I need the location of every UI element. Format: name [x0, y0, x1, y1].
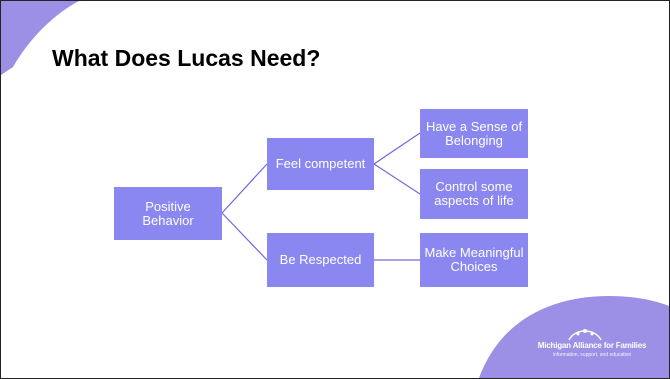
connector-competent-to-control: [373, 163, 421, 195]
logo-name: Michigan Alliance for Families: [537, 341, 647, 350]
connector-competent-to-belonging: [373, 132, 421, 165]
footer-arc-decoration: [479, 296, 669, 378]
node-control-aspects-label: Control some aspects of life: [434, 179, 514, 208]
node-positive-behavior: Positive Behavior: [114, 187, 222, 240]
node-sense-of-belonging: Have a Sense of Belonging: [420, 109, 528, 158]
corner-swoosh-decoration: [1, 1, 79, 75]
node-meaningful-choices-label: Make Meaningful Choices: [424, 245, 524, 274]
node-sense-of-belonging-label: Have a Sense of Belonging: [425, 118, 523, 148]
logo-tagline: information, support, and education: [552, 352, 632, 358]
node-be-respected: Be Respected: [267, 233, 374, 287]
connector-root-to-be-respected: [221, 212, 268, 261]
organization-logo: Michigan Alliance for Families informati…: [527, 326, 667, 366]
logo-mark-icon: [568, 329, 602, 341]
node-meaningful-choices: Make Meaningful Choices: [420, 233, 528, 287]
connector-root-to-feel-competent: [221, 163, 268, 214]
node-control-aspects: Control some aspects of life: [420, 169, 528, 219]
node-feel-competent: Feel competent: [267, 138, 374, 190]
node-feel-competent-label: Feel competent: [275, 156, 366, 171]
node-be-respected-label: Be Respected: [279, 252, 362, 267]
slide-title: What Does Lucas Need?: [52, 45, 321, 71]
node-positive-behavior-label: Positive Behavior: [142, 198, 194, 228]
